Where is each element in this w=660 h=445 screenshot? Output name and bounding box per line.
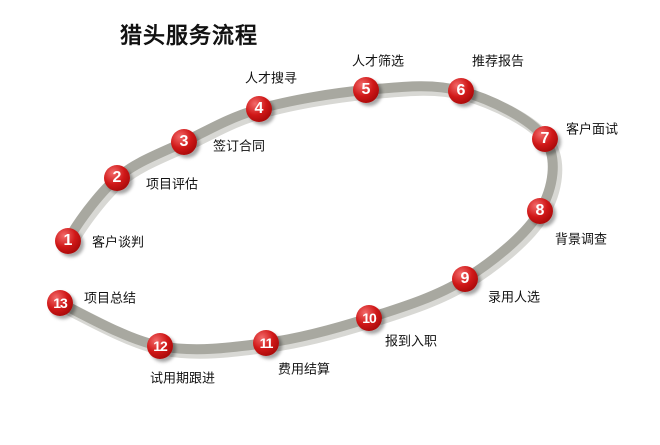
step-label-1: 客户谈判 xyxy=(92,235,145,251)
step-badge-9: 9 xyxy=(452,266,478,292)
step-badge-13: 13 xyxy=(47,290,73,316)
step-label-13: 项目总结 xyxy=(84,291,137,307)
step-label-11: 费用结算 xyxy=(278,362,331,378)
step-badge-12: 12 xyxy=(147,333,173,359)
step-badge-5: 5 xyxy=(353,77,379,103)
step-label-3: 签订合同 xyxy=(213,139,266,155)
step-label-10: 报到入职 xyxy=(385,334,438,350)
step-badge-6: 6 xyxy=(448,78,474,104)
step-label-5: 人才筛选 xyxy=(352,54,405,70)
step-badge-3: 3 xyxy=(171,129,197,155)
step-label-2: 项目评估 xyxy=(146,177,199,193)
step-badge-7: 7 xyxy=(532,126,558,152)
step-label-4: 人才搜寻 xyxy=(245,71,298,87)
step-badge-8: 8 xyxy=(527,198,553,224)
step-label-12: 试用期跟进 xyxy=(150,371,216,387)
step-badge-10: 10 xyxy=(356,305,382,331)
step-label-6: 推荐报告 xyxy=(472,54,525,70)
step-label-8: 背景调查 xyxy=(555,232,608,248)
ring-path xyxy=(57,81,558,355)
ring-shadow xyxy=(60,82,563,359)
step-label-7: 客户面试 xyxy=(566,122,619,138)
step-badge-11: 11 xyxy=(253,330,279,356)
step-badge-1: 1 xyxy=(55,228,81,254)
step-badge-4: 4 xyxy=(246,96,272,122)
step-label-9: 录用人选 xyxy=(488,290,541,306)
page-title: 猎头服务流程 xyxy=(120,24,259,49)
step-badge-2: 2 xyxy=(104,165,130,191)
